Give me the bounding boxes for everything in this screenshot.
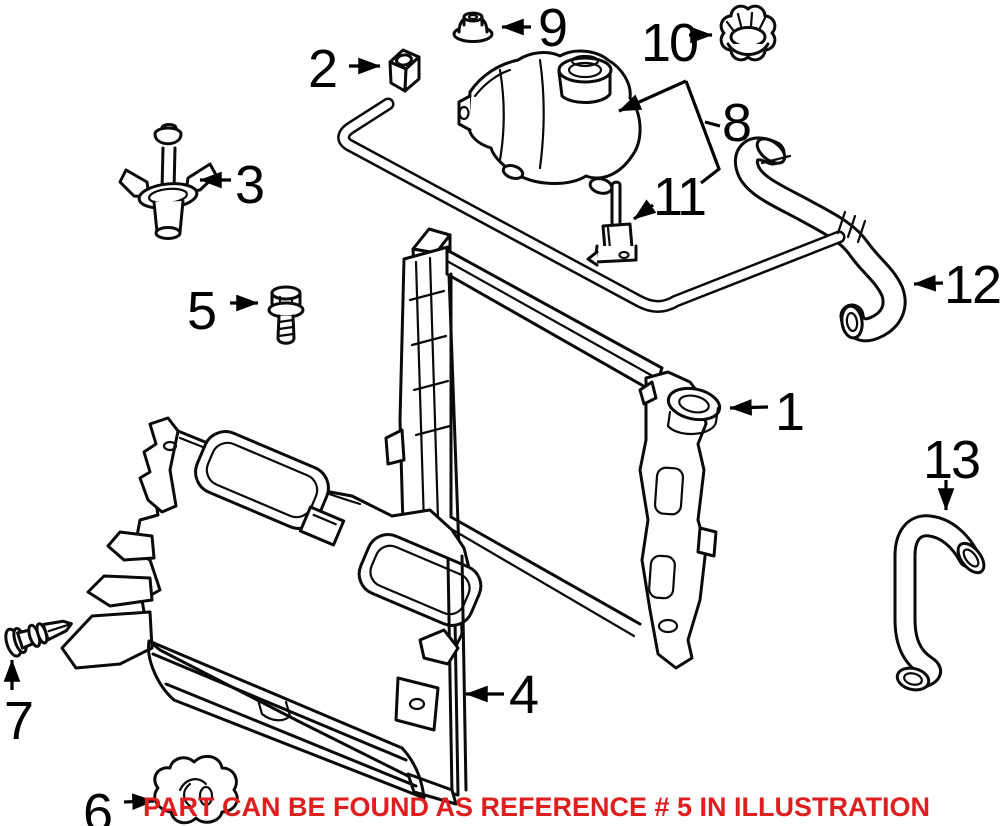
callout-8: 8 — [722, 93, 752, 153]
callout-6: 6 — [83, 783, 113, 826]
callout-arrows — [3, 18, 955, 811]
fan-shroud-drawing — [60, 416, 483, 806]
callout-2: 2 — [308, 39, 338, 99]
sensor-drawing — [586, 180, 638, 267]
push-rivet-drawing — [4, 619, 73, 658]
grommet-drawing — [452, 11, 494, 43]
clip-drawing — [153, 754, 239, 825]
expansion-tank-drawing — [457, 49, 642, 195]
callout-9: 9 — [538, 0, 568, 58]
callout-10: 10 — [641, 13, 699, 73]
callout-1: 1 — [775, 382, 805, 442]
square-nut-drawing — [388, 48, 421, 93]
callout-7: 7 — [4, 691, 34, 751]
upper-hose-drawing — [337, 97, 907, 343]
callout-4: 4 — [509, 665, 539, 725]
callout-12: 12 — [944, 255, 1000, 315]
callout-11: 11 — [653, 167, 707, 227]
lower-hose-drawing — [893, 514, 986, 692]
callout-5: 5 — [187, 281, 217, 341]
callout-13: 13 — [923, 430, 981, 490]
callout-3: 3 — [235, 155, 265, 215]
bolt-drawing — [267, 285, 305, 345]
reservoir-cap-drawing — [719, 4, 777, 62]
reference-note: PART CAN BE FOUND AS REFERENCE # 5 IN IL… — [143, 792, 931, 822]
